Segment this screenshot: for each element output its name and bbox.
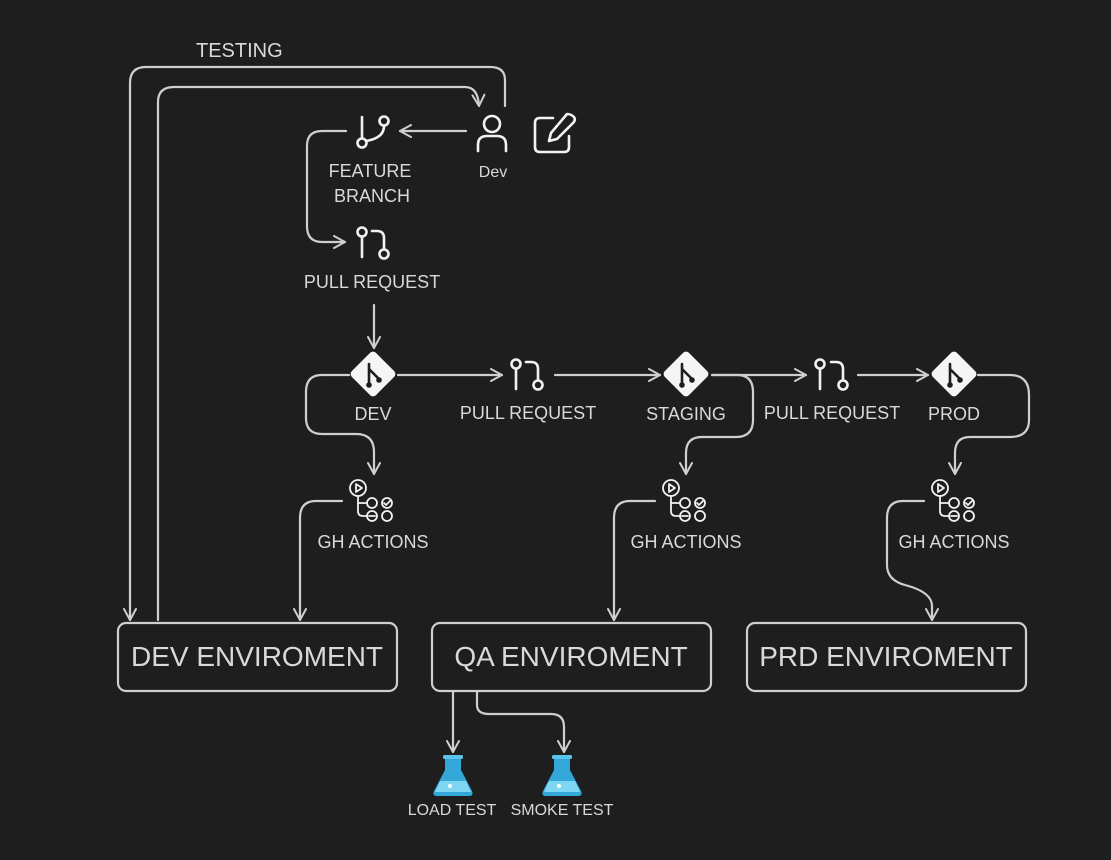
qa-to-smoke-test-arrow xyxy=(475,690,571,754)
branch-dev-label: DEV xyxy=(354,404,391,424)
dev-user-label: Dev xyxy=(479,164,507,181)
prd-environment-box xyxy=(745,621,1028,693)
gh-actions-label-3: GH ACTIONS xyxy=(898,532,1009,552)
pull-request-label-2: PULL REQUEST xyxy=(460,403,596,423)
feature-branch-label-line1: FEATURE xyxy=(329,161,412,181)
feature-branch-label-line2: BRANCH xyxy=(334,186,410,206)
actions-to-prd-env-arrow xyxy=(885,499,939,622)
prod-to-actions-arrow xyxy=(948,373,1031,476)
test-flask-icon xyxy=(542,755,582,796)
pull-request-label-1: PULL REQUEST xyxy=(304,272,440,292)
branch-prod-label: PROD xyxy=(928,404,980,424)
actions-to-dev-env-arrow xyxy=(293,499,344,622)
smoke-test-label: SMOKE TEST xyxy=(511,802,614,819)
load-test-label: LOAD TEST xyxy=(408,802,497,819)
gh-actions-label-1: GH ACTIONS xyxy=(317,532,428,552)
qa-environment-box xyxy=(430,621,713,693)
edit-icon xyxy=(533,112,577,154)
testing-label: TESTING xyxy=(196,40,283,62)
prd-environment-label: PRD ENVIROMENT xyxy=(759,641,1013,672)
qa-environment-label: QA ENVIROMENT xyxy=(454,641,687,672)
git-diamond-icon xyxy=(350,351,396,397)
github-actions-icon xyxy=(349,479,393,522)
git-diamond-icon xyxy=(931,351,977,397)
git-diamond-icon xyxy=(663,351,709,397)
staging-to-actions-arrow xyxy=(679,373,755,476)
dev-environment-label: DEV ENVIROMENT xyxy=(131,641,383,672)
dev-environment-box xyxy=(116,621,399,693)
github-actions-icon xyxy=(931,479,975,522)
user-icon xyxy=(476,114,508,153)
pull-request-icon xyxy=(356,226,390,260)
git-branch-icon xyxy=(356,115,390,149)
testing-loop-arrow xyxy=(123,65,507,622)
branch-to-pr-arrow xyxy=(305,129,348,249)
gh-actions-label-2: GH ACTIONS xyxy=(630,532,741,552)
dev-to-actions-arrow xyxy=(304,373,381,476)
branch-staging-label: STAGING xyxy=(646,404,726,424)
test-flask-icon xyxy=(433,755,473,796)
github-actions-icon xyxy=(662,479,706,522)
pull-request-label-3: PULL REQUEST xyxy=(764,403,900,423)
pull-request-icon xyxy=(510,358,544,391)
return-to-dev-arrow xyxy=(156,85,486,622)
pull-request-icon xyxy=(814,358,849,391)
actions-to-qa-env-arrow xyxy=(607,499,657,622)
